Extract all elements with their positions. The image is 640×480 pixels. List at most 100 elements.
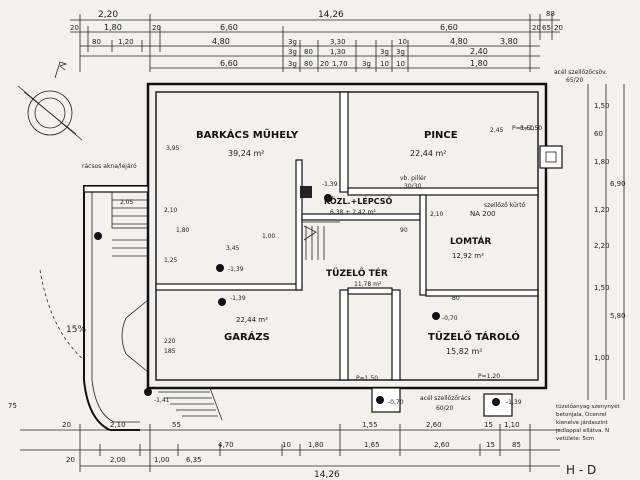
dim-bot-2e: 10: [282, 441, 291, 449]
dim-top-5g: 1,80: [470, 59, 488, 68]
interior-walls: [155, 91, 563, 381]
note-right-3: kienelve járdaszint: [556, 419, 609, 426]
dim-top-5e: 10: [380, 60, 389, 68]
level-4: -1,39: [322, 181, 338, 188]
dim-right-8: 5,80: [610, 312, 626, 320]
dim-right-1: 1,50: [594, 102, 610, 110]
room-garazs-name: GARÁZS: [224, 330, 270, 343]
dim-bot-1e: 4,70: [218, 441, 234, 449]
level-8: P=1,50: [512, 125, 534, 132]
dim-top-4e: 3g: [380, 48, 389, 56]
inner-dimensions: 2,05 2,10 1,80 1,25 1,00 2,10 220 185 3,…: [120, 125, 542, 355]
dim-bot-1b: 20: [62, 421, 71, 429]
dim-bot-2f: 1,80: [308, 441, 324, 449]
dim-bot-1d: 55: [172, 421, 181, 429]
level-1: -1,39: [228, 266, 244, 273]
room-kamra-area: 12,92 m²: [452, 252, 484, 260]
dim-180: 1,80: [176, 227, 190, 234]
note-acel-top: acél szellőzőcsöv.: [554, 69, 607, 76]
annotations: acél szellőzőcsöv. 65/20 rácsos akna/lej…: [82, 69, 621, 477]
dim-top-2a: 20: [70, 24, 79, 32]
dim-right-6: 2,20: [594, 242, 610, 250]
note-acel-bottom: acél szellőzőrács: [420, 395, 471, 402]
room-garazs-area: 22,44 m²: [236, 316, 268, 324]
note-vb-piller-size: 30/30: [404, 183, 421, 190]
dim-top-3e: 3,30: [330, 38, 346, 46]
dim-top-2f: 20: [532, 24, 541, 32]
dim-top-1a: 2,20: [98, 10, 118, 20]
level-7: P=1,20: [478, 373, 500, 380]
room-tuzelo-tarolo-area: 15,82 m²: [446, 347, 482, 356]
dim-top-3d: 3g: [288, 38, 297, 46]
note-szellozo: szellőző kürtő: [484, 202, 526, 209]
note-right-2: betonjala, Ocenrel: [556, 412, 607, 418]
dim-bot-2d: 6,35: [186, 456, 202, 464]
dim-top-1c: 88: [546, 10, 555, 18]
dim-top-3b: 1,20: [118, 38, 134, 46]
room-barkacs-name: BARKÁCS MŰHELY: [196, 127, 299, 141]
dim-right-3: 1,80: [594, 158, 610, 166]
dim-top-2e: 6,60: [440, 23, 458, 32]
north-arrow-icon: [17, 61, 83, 141]
note-acel-bottom-size: 60/20: [436, 405, 453, 412]
dim-bot-2c: 1,00: [154, 456, 170, 464]
room-kozl-area: 6,38 + 2,42 m²: [330, 209, 376, 216]
room-pince-area: 22,44 m²: [410, 149, 446, 158]
dim-bot-2i: 15: [486, 441, 495, 449]
dim-100: 1,00: [262, 233, 276, 240]
dim-210a: 2,10: [164, 207, 178, 214]
dim-bot-2b: 2,00: [110, 456, 126, 464]
note-acel-top-size: 65/20: [566, 77, 583, 84]
dim-top-3c: 4,80: [212, 37, 230, 46]
level-9: -0,70: [388, 399, 404, 406]
entrance-porch: 15%: [39, 185, 149, 431]
room-kozl-name: KÖZL.+LÉPCSŐ: [324, 195, 392, 206]
note-vb-piller: vb. pillér: [400, 175, 427, 182]
dim-185: 185: [164, 348, 176, 355]
dim-395: 3,95: [166, 145, 180, 152]
level-6: P=1,50: [356, 375, 378, 382]
dim-bot-total: 14,26: [314, 470, 340, 480]
room-tuzelo-ter-name: TÜZELŐ TÉR: [326, 267, 388, 279]
note-right-1: tüzelőanyag szenynyét: [556, 403, 621, 410]
dim-top-2h: 20: [554, 24, 563, 32]
dim-top-2g: 65: [542, 24, 551, 32]
dim-bot-1c: 2,10: [110, 421, 126, 429]
dim-top-2b: 1,80: [104, 23, 122, 32]
room-tuzelo-tarolo-name: TÜZELŐ TÁROLÓ: [428, 329, 520, 343]
corner-title: H - D: [566, 463, 596, 477]
slope-percent: 15%: [66, 325, 86, 335]
dim-90: 90: [400, 227, 408, 234]
level-5: -1,39: [506, 399, 522, 406]
level-2: -1,39: [230, 295, 246, 302]
right-dimension-chain: 1,50 60 1,80 6,90 1,20 2,20 1,50 5,80 1,…: [587, 84, 626, 400]
dim-top-2c: 20: [152, 24, 161, 32]
dim-top-4c: 80: [304, 48, 313, 56]
dim-top-5f: 10: [396, 60, 405, 68]
room-kamra-name: LOMTÁR: [450, 235, 491, 247]
dim-125: 1,25: [164, 257, 178, 264]
note-racsos: rácsos akna/lejáró: [82, 163, 137, 170]
dim-top-3f: 10: [398, 38, 407, 46]
dim-top-5b: 80: [304, 60, 313, 68]
dim-bot-1g: 2,60: [426, 421, 442, 429]
dim-top-4f: 3g: [396, 48, 405, 56]
dim-bot-1i: 1,10: [504, 421, 520, 429]
dim-80: 80: [452, 295, 460, 302]
dim-top-4g: 1,70: [332, 60, 348, 68]
dim-right-5: 1,20: [594, 206, 610, 214]
dim-top-4b: 3g: [288, 48, 297, 56]
dim-bot-2h: 2,60: [434, 441, 450, 449]
dim-right-4: 6,90: [610, 180, 626, 188]
room-pince-name: PINCE: [424, 130, 458, 141]
dim-top-3a: 80: [92, 38, 101, 46]
dim-top-4h: 2,40: [470, 47, 488, 56]
dim-top-5d: 3g: [362, 60, 371, 68]
dim-bot-2g: 1,65: [364, 441, 380, 449]
dim-top-1b: 14,26: [318, 10, 344, 20]
dim-220: 220: [164, 338, 176, 345]
dim-245: 2,45: [490, 127, 504, 134]
dim-right-9: 1,00: [594, 354, 610, 362]
level-markers: -1,39 -1,39 -1,41 -1,39 -1,39 P=1,50 P=1…: [94, 125, 534, 406]
